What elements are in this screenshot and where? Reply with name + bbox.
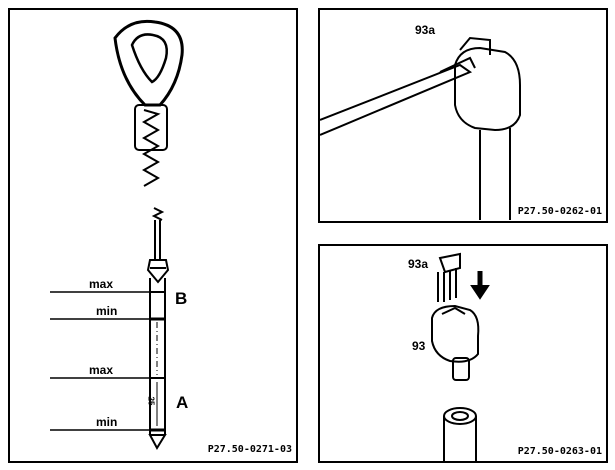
dipstick-panel: max min max min B A 25 P27.50-0271-03 [8, 8, 298, 463]
dimension-label: 25 [146, 396, 156, 406]
cap-93-label: 93 [412, 339, 426, 353]
figure-code: P27.50-0263-01 [517, 446, 602, 457]
min-lower-label: min [96, 415, 118, 429]
clip-install-panel: 93a 93 P27.50-0263-01 [318, 244, 608, 463]
max-upper-label: max [89, 277, 114, 291]
figure-code: P27.50-0271-03 [207, 444, 292, 455]
max-lower-label: max [89, 363, 114, 377]
clip-removal-panel: 93a P27.50-0262-01 [318, 8, 608, 223]
clip-install-drawing [431, 252, 490, 463]
clip-removal-drawing [320, 36, 521, 220]
clip-93a-label: 93a [408, 257, 429, 271]
figure-code: P27.50-0262-01 [517, 206, 602, 217]
dipstick-drawing [50, 19, 184, 451]
marker-a: A [176, 393, 189, 412]
min-upper-label: min [96, 304, 118, 318]
marker-b: B [175, 289, 188, 308]
part-93a-label: 93a [415, 23, 436, 37]
